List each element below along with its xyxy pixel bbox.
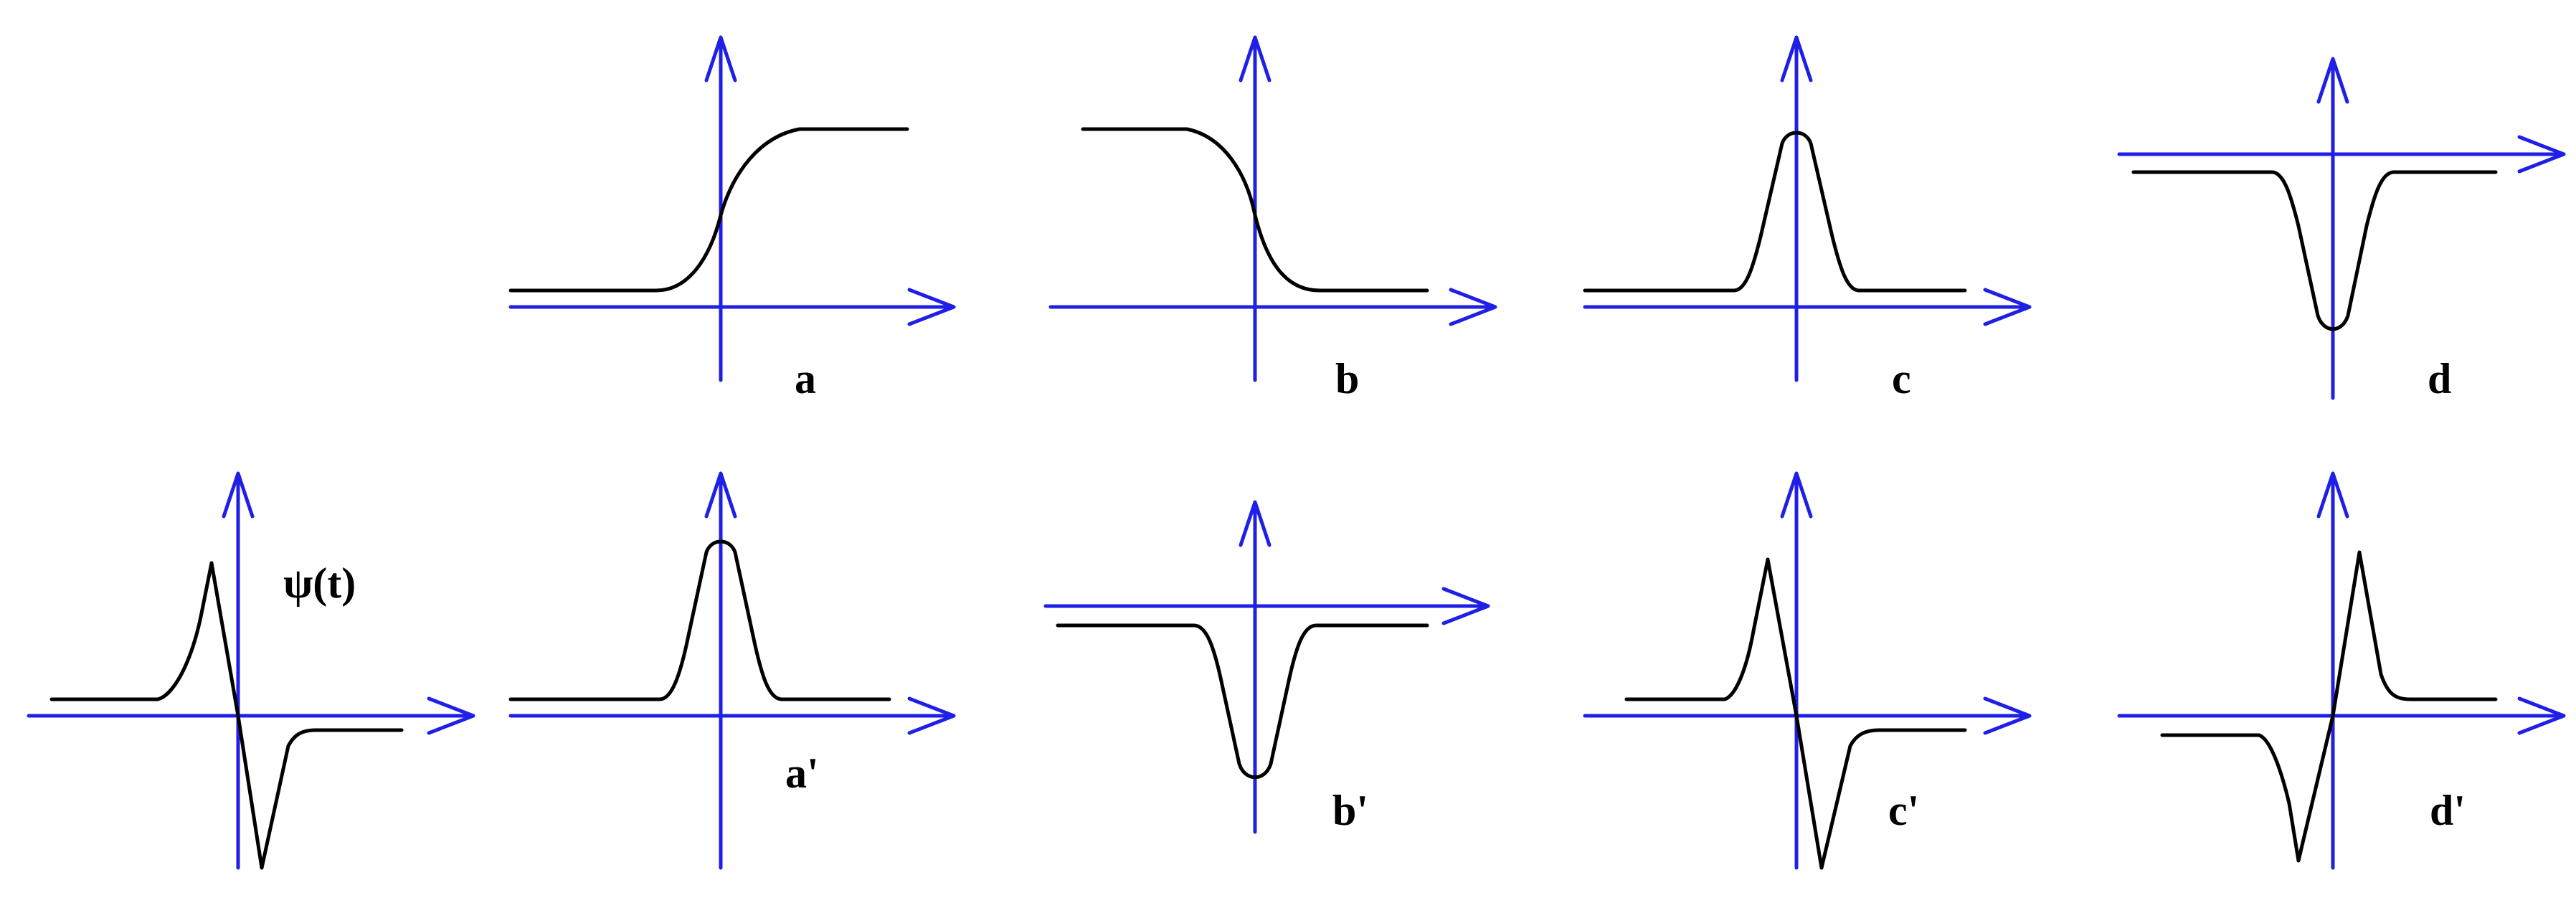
panel-c-prime-y-axis: [1780, 471, 1813, 870]
panel-c-prime: c': [1583, 471, 2032, 870]
panel-d: d: [2117, 57, 2566, 402]
panel-psi: ψ(t): [27, 471, 475, 870]
panel-d-prime-curve: [2160, 550, 2498, 863]
panel-d-prime-x-axis: [2117, 696, 2566, 735]
panel-psi-y-axis: [222, 471, 255, 870]
panel-b-prime-curve: [1056, 623, 1429, 780]
panel-a-prime-curve: [508, 539, 891, 701]
panel-c-y-axis: [1780, 35, 1813, 382]
panel-b-label: b: [1335, 355, 1359, 402]
panel-b-prime-y-axis: [1239, 500, 1272, 834]
panel-d-prime-label: d': [2430, 787, 2466, 834]
panel-a-curve: [508, 127, 909, 293]
panel-c-prime-label: c': [1888, 787, 1919, 834]
panel-d-y-axis: [2316, 57, 2349, 400]
panel-d-label: d: [2428, 355, 2451, 402]
panel-c-prime-curve: [1624, 557, 1967, 870]
panel-b-prime-x-axis: [1043, 587, 1490, 625]
panel-d-prime: d': [2117, 471, 2566, 870]
panel-c: c: [1583, 35, 2032, 402]
panel-b-curve: [1081, 127, 1429, 293]
panel-c-curve: [1583, 131, 1967, 293]
panel-b-prime-label: b': [1332, 787, 1368, 834]
panel-psi-label: ψ(t): [283, 559, 356, 607]
panel-b-prime: b': [1043, 500, 1490, 834]
panel-a-label: a: [795, 355, 816, 402]
panel-b-x-axis: [1048, 288, 1497, 326]
panel-a-prime-label: a': [785, 749, 819, 797]
panel-a-prime-y-axis: [704, 471, 737, 870]
panel-a-prime-x-axis: [508, 696, 956, 735]
panel-d-x-axis: [2117, 135, 2566, 174]
panel-a-prime: a': [508, 471, 956, 870]
panel-c-label: c: [1892, 355, 1911, 402]
panel-d-curve: [2131, 170, 2498, 331]
panel-c-prime-x-axis: [1583, 696, 2032, 735]
panel-d-prime-y-axis: [2316, 471, 2349, 870]
panel-psi-curve: [49, 561, 404, 870]
panel-c-x-axis: [1583, 288, 2032, 326]
panel-a-y-axis: [704, 35, 737, 382]
panel-a: a: [508, 35, 956, 402]
panel-a-x-axis: [508, 288, 956, 326]
panel-b: b: [1048, 35, 1497, 402]
panel-psi-x-axis: [27, 696, 475, 735]
